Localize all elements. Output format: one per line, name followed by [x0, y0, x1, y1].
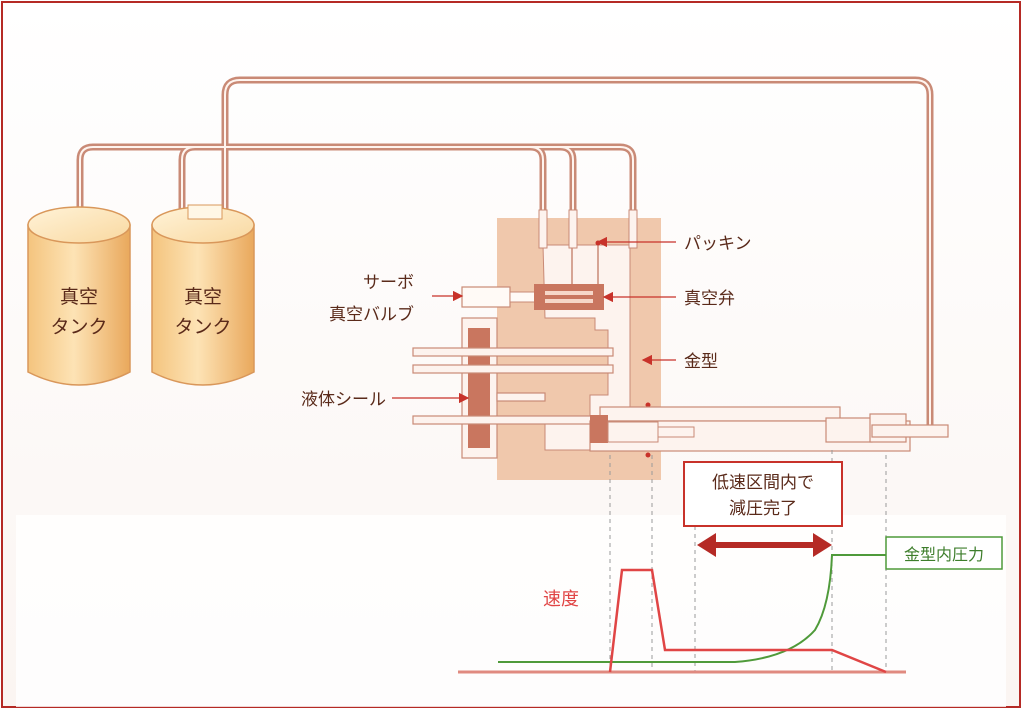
- liquid-seal-label: 液体シール: [301, 390, 386, 410]
- ejector-pins: [412, 347, 614, 425]
- chart-background: [16, 515, 1006, 707]
- mold-pressure-label-box: 金型内圧力: [885, 536, 1003, 570]
- tank-right-connector: [187, 204, 223, 220]
- tank-left-label-1: 真空: [60, 286, 98, 308]
- leader-lines: [392, 236, 676, 404]
- mold-pressure-label: 金型内圧力: [904, 545, 984, 564]
- low-speed-callout: 低速区間内で 減圧完了: [683, 461, 843, 527]
- low-speed-interval-arrow: [697, 533, 832, 557]
- low-speed-label-2: 減圧完了: [729, 499, 797, 519]
- vacuum-valve: [534, 284, 604, 310]
- shot-sleeve: [589, 406, 949, 452]
- pipe-right-tank-a: [178, 143, 577, 218]
- tank-right-label-1: 真空: [184, 286, 222, 308]
- servo-label-1: サーボ: [363, 273, 414, 293]
- tank-right-label-2: タンク: [174, 316, 231, 338]
- servo-label-2: 真空バルブ: [329, 304, 414, 325]
- vacuum-tank-right: 真空 タンク: [151, 204, 255, 386]
- pipe-left-tank: [76, 143, 547, 218]
- speed-curve: [608, 568, 887, 674]
- tank-left-label-2: タンク: [50, 316, 107, 338]
- liquid-seal: [461, 317, 498, 459]
- speed-label: 速度: [543, 589, 579, 610]
- mold-pressure-curve: [498, 554, 886, 663]
- vacuum-valve-label: 真空弁: [684, 289, 735, 309]
- mold-label: 金型: [684, 352, 718, 372]
- vacuum-tank-left: 真空 タンク: [27, 206, 131, 386]
- packing-label: パッキン: [684, 234, 752, 254]
- servo-vacuum-valve: [461, 286, 537, 308]
- vacuum-pipes-inner: [79, 79, 931, 425]
- pipe-right-tank-b: [400, 143, 637, 218]
- low-speed-label-1: 低速区間内で: [712, 473, 814, 493]
